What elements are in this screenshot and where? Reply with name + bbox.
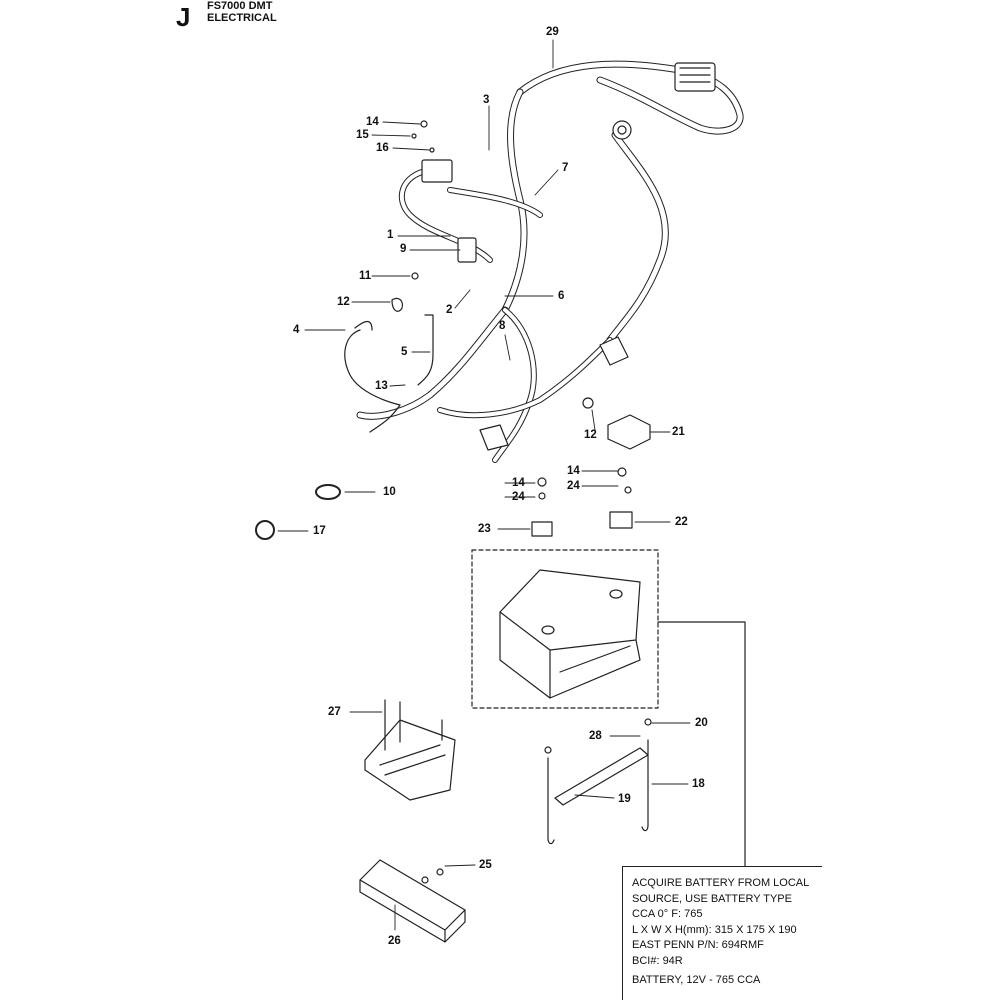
leader-lines (277, 39, 691, 931)
callout-12-lower: 12 (584, 429, 597, 441)
battery-terminals (531, 467, 633, 537)
battery-note-line: CCA 0° F: 765 (632, 908, 703, 920)
callout-22: 22 (675, 516, 688, 528)
battery-note-line: BATTERY, 12V - 765 CCA (632, 974, 761, 986)
callout-25: 25 (479, 859, 492, 871)
callout-5: 5 (401, 346, 408, 358)
note-leader-line (657, 621, 746, 867)
part-21-relay (607, 414, 651, 450)
callout-14: 14 (366, 116, 379, 128)
fasteners-top (391, 120, 594, 409)
part-27-controller (364, 699, 456, 801)
callout-27: 27 (328, 706, 341, 718)
callout-13: 13 (375, 380, 388, 392)
callout-14-left: 14 (512, 477, 525, 489)
battery-group-box (471, 549, 659, 709)
wire-harness-left (344, 159, 629, 463)
callout-8: 8 (499, 320, 506, 332)
callout-10: 10 (383, 486, 396, 498)
callout-12: 12 (337, 296, 350, 308)
callout-7: 7 (562, 162, 569, 174)
callout-1: 1 (387, 229, 394, 241)
callout-17: 17 (313, 525, 326, 537)
callout-15: 15 (356, 129, 369, 141)
battery-note-box (622, 866, 822, 1000)
battery-hold-down (544, 718, 652, 845)
callout-24-right: 24 (567, 480, 580, 492)
wire-harness-main (501, 60, 744, 344)
section-letter: J (176, 2, 191, 32)
section-title: ELECTRICAL (207, 12, 277, 24)
battery-note-line: L X W X H(mm): 315 X 175 X 190 (632, 924, 797, 936)
battery-note-line: BCI#: 94R (632, 955, 683, 967)
callout-20: 20 (695, 717, 708, 729)
callout-16: 16 (376, 142, 389, 154)
callout-11: 11 (359, 270, 372, 282)
callout-24-left: 24 (512, 491, 525, 503)
part-26-mount-plate (359, 859, 466, 943)
callout-28: 28 (589, 730, 602, 742)
callout-14-right: 14 (567, 465, 580, 477)
callout-23: 23 (478, 523, 491, 535)
part-17-grommet (255, 520, 275, 540)
model-title: FS7000 DMT (207, 0, 273, 12)
callout-3: 3 (483, 94, 490, 106)
callout-21: 21 (672, 426, 685, 438)
callout-18: 18 (692, 778, 705, 790)
callout-4: 4 (293, 324, 300, 336)
part-10-clamp (315, 484, 341, 500)
battery (499, 569, 641, 699)
battery-note-line: ACQUIRE BATTERY FROM LOCAL (632, 877, 810, 889)
callout-29: 29 (546, 26, 559, 38)
callout-26: 26 (388, 935, 401, 947)
callout-9: 9 (400, 243, 407, 255)
battery-note-line: SOURCE, USE BATTERY TYPE (632, 893, 792, 905)
callout-19: 19 (618, 793, 631, 805)
callout-2: 2 (446, 304, 453, 316)
callout-6: 6 (558, 290, 565, 302)
battery-note-line: EAST PENN P/N: 694RMF (632, 939, 764, 951)
